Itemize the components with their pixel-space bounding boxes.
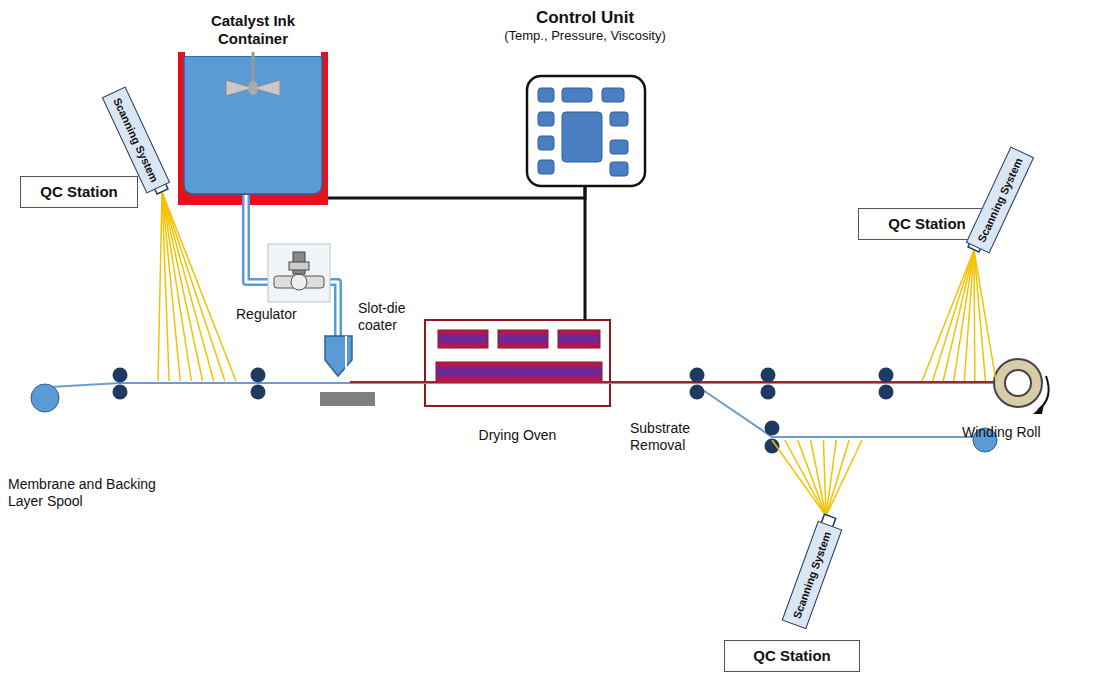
node-title: Scanning System (791, 530, 834, 620)
qc-station-box: QC Station (724, 640, 860, 672)
membrane-spool (31, 384, 59, 412)
scan-ray (785, 440, 826, 516)
roller (113, 385, 128, 400)
coating-plate (320, 392, 375, 406)
node-title: QC Station (40, 183, 118, 201)
qc-station-box: QC Station (20, 176, 138, 208)
scan-ray (823, 440, 826, 516)
node-title: QC Station (753, 647, 831, 665)
roller (879, 368, 894, 383)
roller (690, 385, 705, 400)
scan-ray (162, 192, 203, 381)
ink-container (178, 52, 328, 205)
scan-ray (772, 440, 826, 516)
roller (761, 368, 776, 383)
scan-ray (933, 250, 974, 381)
drying-oven (425, 320, 610, 406)
part-label: Winding Roll (962, 424, 1072, 441)
scan-ray (826, 440, 849, 516)
scan-ray (162, 192, 236, 381)
control-unit-node: Control Unit(Temp., Pressure, Viscosity) (490, 4, 680, 186)
node-title: QC Station (888, 215, 966, 233)
ink-container-node: Catalyst Ink Container (178, 8, 328, 208)
roller (765, 421, 780, 436)
scan-ray (162, 192, 225, 381)
scan-ray (162, 192, 191, 381)
drying-oven-node: Drying Oven (425, 320, 610, 446)
roller (761, 385, 776, 400)
node-title: Scanning System (975, 156, 1025, 244)
scanning-system-body: Scanning System (966, 146, 1034, 253)
node-title: Catalyst Ink Container (178, 12, 328, 48)
part-label: Regulator (236, 306, 346, 323)
scan-ray (954, 250, 974, 381)
node-title: Scanning System (111, 96, 161, 184)
slot-die-coater (325, 336, 352, 376)
node-title: Drying Oven (479, 427, 557, 444)
regulator-symbol (268, 244, 330, 302)
part-label: Substrate Removal (630, 420, 718, 454)
roller (690, 368, 705, 383)
winding-roll (994, 359, 1049, 414)
roller (251, 368, 266, 383)
scan-ray (162, 192, 214, 381)
scan-ray (974, 250, 996, 381)
scan-ray (826, 440, 862, 516)
roller (113, 368, 128, 383)
part-label: Membrane and Backing Layer Spool (8, 476, 168, 510)
roller (251, 385, 266, 400)
scan-ray (922, 250, 974, 381)
control-panel (527, 76, 645, 186)
control-wire (584, 186, 587, 320)
scan-ray (974, 250, 985, 381)
control-wire (328, 186, 585, 198)
roller (879, 385, 894, 400)
scan-ray (798, 440, 826, 516)
part-label: Slot-die coater (358, 300, 430, 334)
scan-ray (811, 440, 826, 516)
node-subtitle: (Temp., Pressure, Viscosity) (504, 28, 666, 44)
node-title: Control Unit (536, 8, 634, 28)
scan-ray (158, 192, 162, 381)
scan-ray (964, 250, 974, 381)
scan-rays (158, 192, 996, 516)
scan-ray (943, 250, 974, 381)
scanning-system-body: Scanning System (782, 521, 843, 630)
roller-pair (113, 368, 894, 454)
